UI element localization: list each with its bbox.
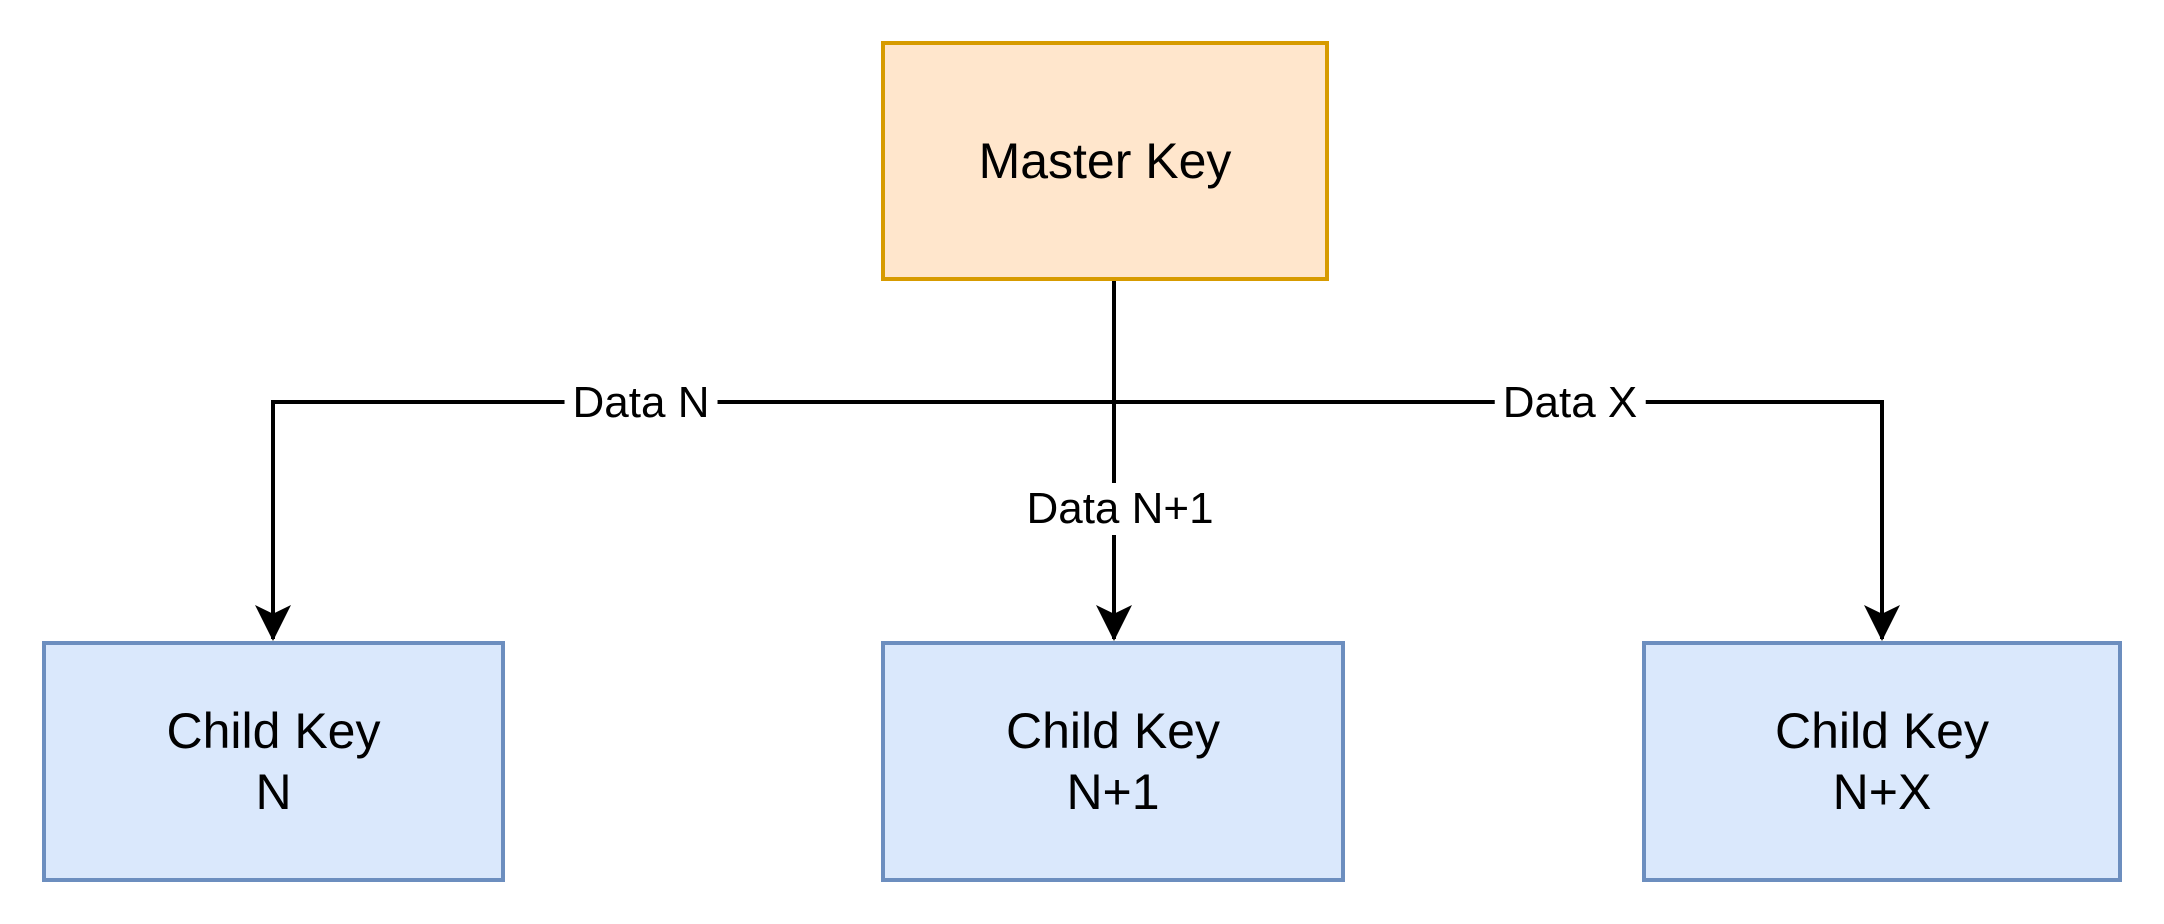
child-key-n1-label-line1: Child Key — [1006, 702, 1220, 759]
child-key-n1-node: Child Key N+1 — [881, 641, 1345, 882]
child-key-nx-label-line2: N+X — [1832, 763, 1932, 820]
edge-label-data-n: Data N — [564, 377, 718, 429]
master-key-node: Master Key — [881, 41, 1329, 281]
edge-label-data-n1: Data N+1 — [1018, 483, 1222, 535]
edge-label-data-x: Data X — [1494, 377, 1646, 429]
master-key-label: Master Key — [978, 132, 1232, 189]
child-key-n-label-line2: N — [255, 763, 292, 820]
child-key-nx-label-line1: Child Key — [1775, 702, 1989, 759]
child-key-nx-node: Child Key N+X — [1642, 641, 2122, 882]
child-key-n1-label: Child Key N+1 — [1006, 701, 1220, 823]
child-key-nx-label: Child Key N+X — [1775, 701, 1989, 823]
child-key-n-label: Child Key N — [167, 701, 381, 823]
child-key-n1-label-line2: N+1 — [1066, 763, 1160, 820]
child-key-n-node: Child Key N — [42, 641, 505, 882]
child-key-n-label-line1: Child Key — [166, 702, 381, 759]
